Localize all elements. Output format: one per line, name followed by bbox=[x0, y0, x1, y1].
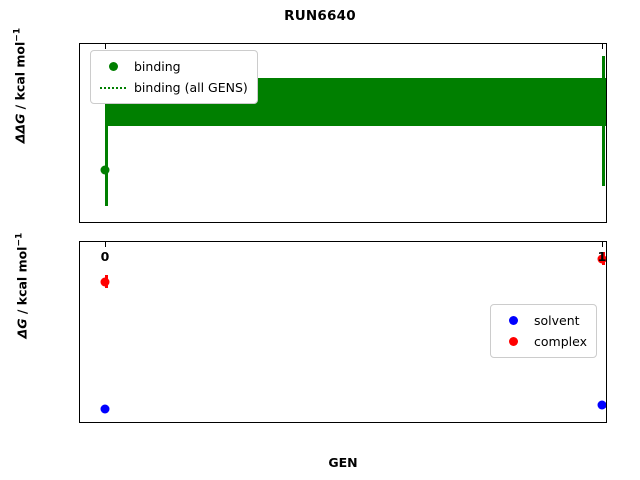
legend-label-solvent: solvent bbox=[534, 313, 580, 328]
legend-label-complex: complex bbox=[534, 334, 587, 349]
point-solvent-gen1 bbox=[597, 400, 606, 410]
figure-title: RUN6640 bbox=[284, 8, 356, 24]
legend-marker-solvent-icon bbox=[498, 316, 528, 325]
legend-label-binding-all-gens: binding (all GENS) bbox=[134, 80, 248, 95]
legend-item-complex[interactable]: complex bbox=[498, 331, 587, 352]
point-solvent-gen0 bbox=[100, 404, 110, 414]
xtick-label-0: 0 bbox=[100, 249, 110, 264]
legend-label-binding: binding bbox=[134, 59, 181, 74]
point-complex-gen1 bbox=[597, 254, 606, 264]
xtick-label-1: 1 bbox=[597, 249, 607, 264]
legend-item-binding-all-gens[interactable]: binding (all GENS) bbox=[98, 77, 248, 98]
axes-top-delta-delta-g: 5.5 6.0 6.5 7.0 binding bbox=[79, 43, 607, 223]
legend-dotted-line-icon bbox=[98, 86, 128, 89]
errorbar-binding-gen1 bbox=[602, 56, 605, 186]
errorbar-binding-gen0 bbox=[105, 92, 108, 206]
ylabel-bottom: ΔG / kcal mol−1 bbox=[14, 232, 30, 339]
legend-item-binding[interactable]: binding bbox=[98, 56, 248, 77]
legend-item-solvent[interactable]: solvent bbox=[498, 310, 587, 331]
legend-top[interactable]: binding binding (all GENS) bbox=[90, 50, 258, 104]
point-binding-gen0 bbox=[100, 165, 110, 175]
point-complex-gen0 bbox=[100, 277, 110, 287]
legend-marker-complex-icon bbox=[498, 337, 528, 346]
ylabel-top: ΔΔG / kcal mol−1 bbox=[12, 27, 28, 144]
xlabel: GEN bbox=[328, 455, 358, 470]
axes-bottom-delta-g: −62 −60 −58 −56 0 1 bbox=[79, 241, 607, 423]
point-binding-gen1 bbox=[597, 86, 606, 96]
legend-marker-binding-icon bbox=[98, 62, 128, 71]
legend-bottom[interactable]: solvent complex bbox=[490, 304, 597, 358]
